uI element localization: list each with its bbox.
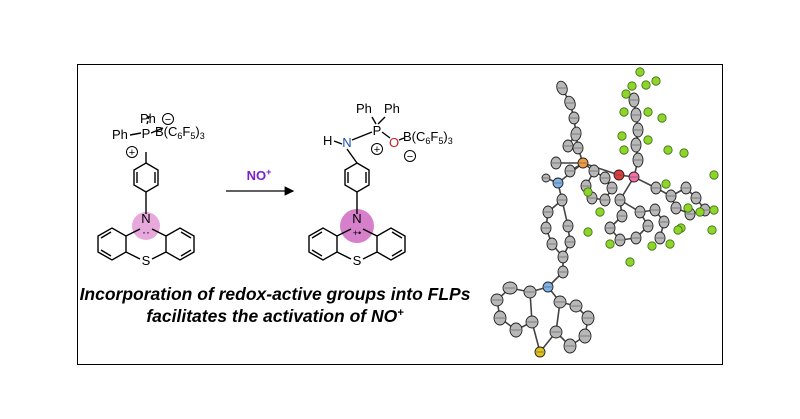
right-borane-formula: B(C6F5)3: [403, 129, 453, 146]
crystal-atom-f: [673, 225, 683, 235]
crystal-atom-f: [709, 205, 719, 215]
crystal-atom-f: [663, 145, 673, 155]
reagent-label: NO+: [247, 167, 272, 183]
reaction-arrow-group: NO+: [226, 167, 295, 196]
left-molecule: [97, 115, 195, 261]
crystal-atom-f: [665, 239, 675, 249]
crystal-atom-f: [619, 145, 629, 155]
left-nitrogen-highlight: [132, 212, 160, 240]
right-phosphorus: P: [373, 123, 382, 138]
right-phenothiazine-ring-right: [376, 227, 406, 261]
crystal-atom-f: [679, 148, 689, 158]
left-sulfur: S: [142, 253, 151, 268]
left-phenothiazine-ring-left: [97, 227, 127, 261]
crystal-atom-f: [583, 187, 593, 197]
caption: Incorporation of redox-active groups int…: [76, 283, 474, 327]
right-radical-cation: +•: [353, 228, 361, 238]
crystal-atom-f: [619, 107, 629, 117]
right-ph-2: Ph: [384, 101, 400, 116]
crystal-atom-f: [643, 135, 653, 145]
right-phenothiazine-ring-left: [308, 227, 338, 261]
caption-line-2: facilitates the activation of NO+: [146, 306, 404, 326]
crystal-bond: [582, 162, 620, 176]
crystal-atom-f: [617, 131, 627, 141]
crystal-atom-f: [661, 179, 671, 189]
crystal-atom-f: [621, 89, 631, 99]
crystal-atom-f: [641, 80, 651, 90]
left-plus-circle: [126, 146, 138, 158]
right-molecule: [308, 116, 406, 261]
right-minus-charge: −: [407, 151, 413, 163]
crystal-structure: [490, 67, 719, 358]
crystal-atom-f: [583, 227, 593, 237]
right-h: H: [323, 133, 332, 148]
right-plus-circle: [371, 143, 383, 155]
left-ph-left: Ph: [112, 127, 128, 142]
crystal-atom-f: [683, 203, 693, 213]
left-borane-formula: B(C6F5)3: [155, 124, 205, 141]
left-nitrogen: N: [141, 211, 150, 226]
crystal-atom-f: [635, 67, 645, 77]
crystal-atom-f: [595, 207, 605, 217]
left-minus-circle: [162, 113, 174, 125]
crystal-atom-f: [625, 257, 635, 267]
figure-frame: [77, 64, 723, 365]
left-plus-charge: +: [129, 147, 135, 159]
caption-line-1: Incorporation of redox-active groups int…: [79, 284, 471, 304]
crystal-atom-f: [605, 239, 615, 249]
crystal-atom-f: [643, 107, 653, 117]
right-oxygen: O: [389, 135, 399, 150]
crystal-atom-f: [651, 76, 661, 86]
left-phenothiazine-ring-right: [165, 227, 195, 261]
right-nitrogen-top: N: [342, 135, 351, 150]
left-minus-charge: −: [165, 114, 171, 126]
left-lone-pair: ··: [142, 225, 150, 239]
crystal-atom-f: [707, 225, 717, 235]
right-nitrogen: N: [352, 211, 361, 226]
right-ph-1: Ph: [356, 101, 372, 116]
crystal-atom-f: [627, 81, 637, 91]
crystal-atom-f: [657, 113, 667, 123]
right-molecule-labels: H N Ph Ph P + O B(C6F5)3 − N +• S: [323, 101, 453, 268]
left-molecule-labels: Ph − Ph P + B(C6F5)3 N ·· S: [112, 111, 205, 268]
crystal-atom-f: [647, 241, 657, 251]
left-ph-top: Ph: [140, 111, 156, 126]
right-sulfur: S: [353, 253, 362, 268]
crystal-atom-f: [709, 170, 719, 180]
left-phosphorus: P: [142, 126, 151, 141]
right-minus-circle: [404, 150, 416, 162]
crystal-atom-f: [695, 207, 705, 217]
right-nitrogen-highlight: [340, 209, 374, 243]
right-plus-charge: +: [374, 144, 380, 156]
